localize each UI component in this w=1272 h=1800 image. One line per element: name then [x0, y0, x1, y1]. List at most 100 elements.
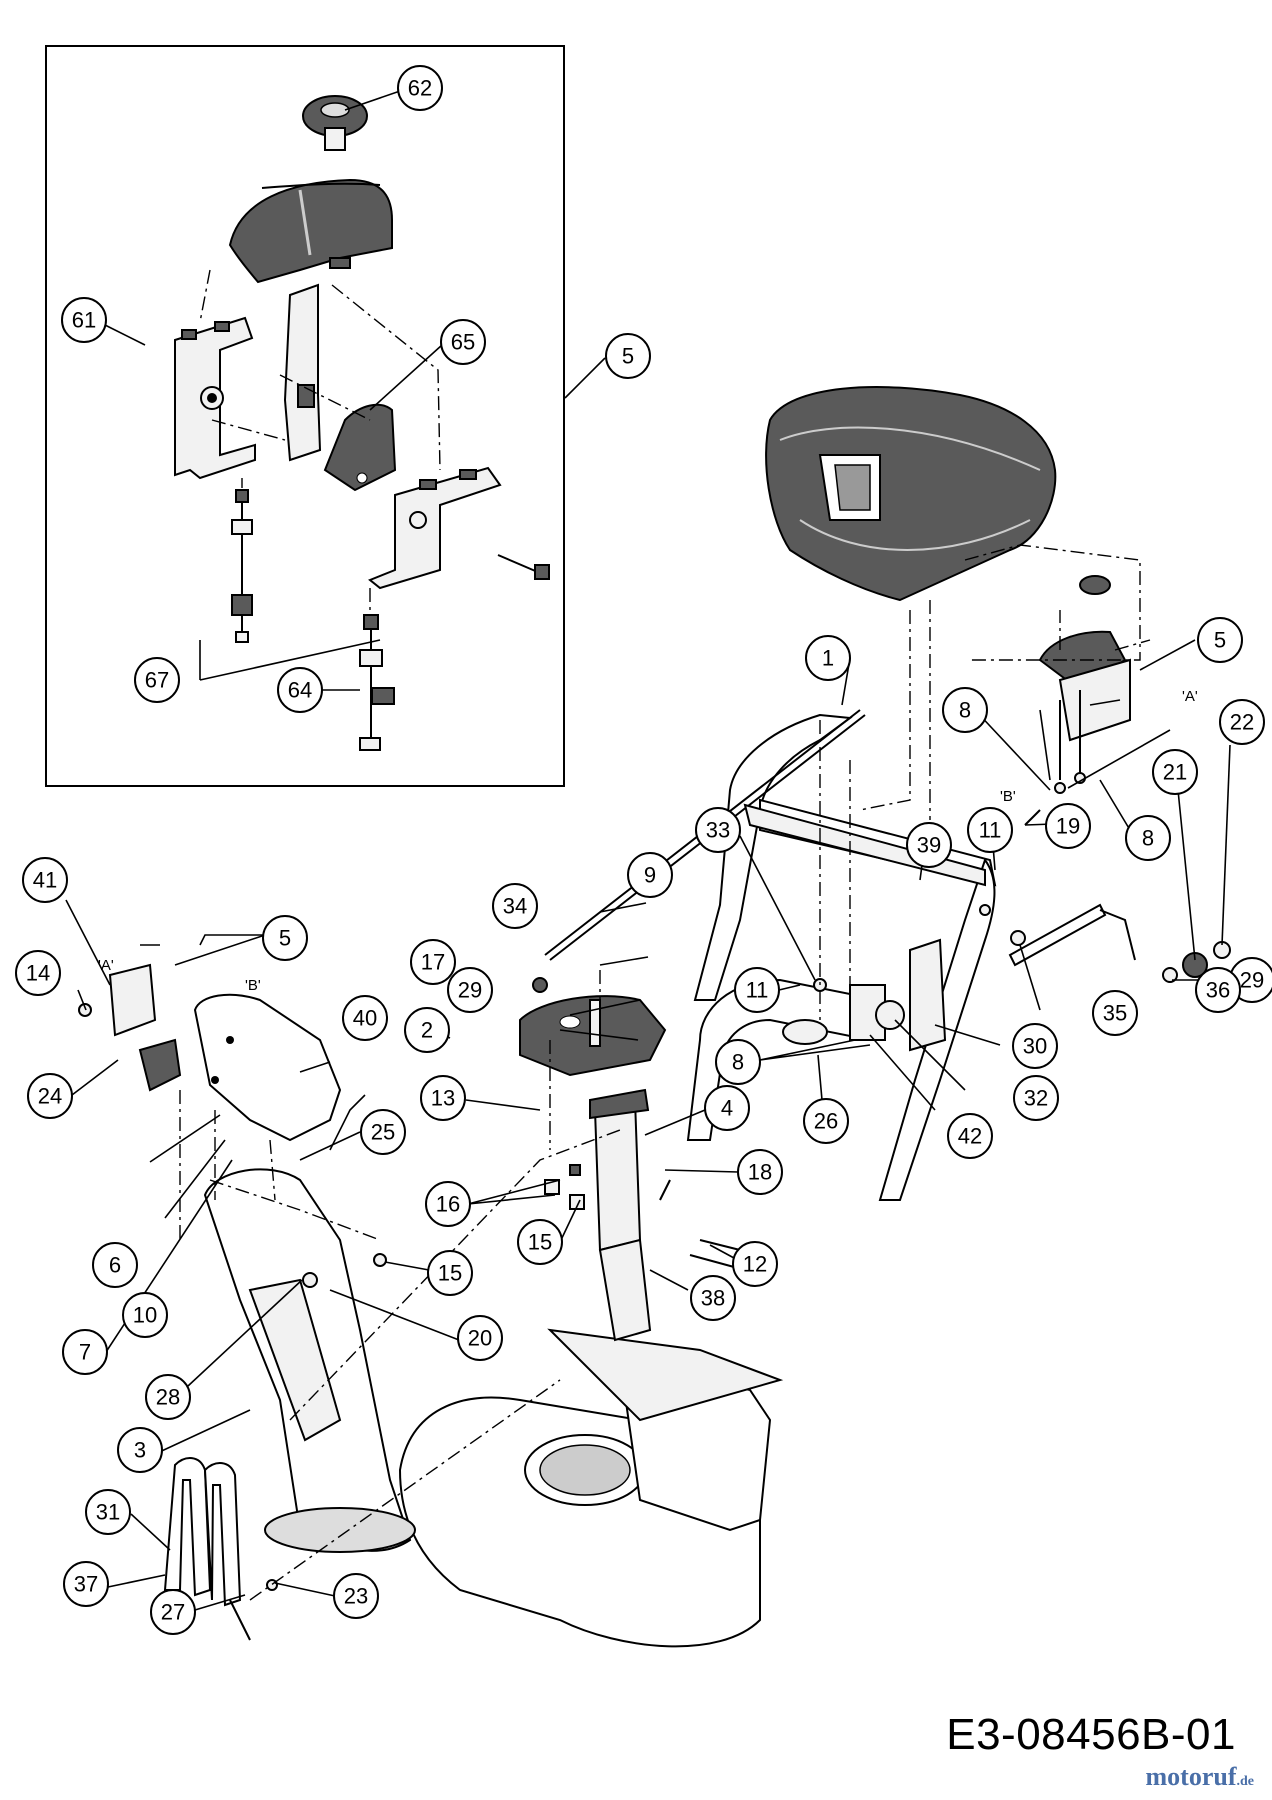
callout-32: 32: [1013, 1075, 1059, 1121]
chute-support-frame: [589, 1088, 652, 1342]
callout-21: 21: [1152, 749, 1198, 795]
cable-bracket: [108, 963, 157, 1037]
svg-text:2: 2: [421, 1018, 433, 1043]
callout-42: 42: [947, 1113, 993, 1159]
callout-5-inset: 5: [605, 333, 651, 379]
callout-22: 22: [1219, 699, 1265, 745]
callout-25: 25: [360, 1109, 406, 1155]
svg-text:5: 5: [1214, 628, 1226, 653]
callout-8-c: 8: [715, 1039, 761, 1085]
svg-text:10: 10: [133, 1303, 157, 1328]
svg-text:17: 17: [421, 950, 445, 975]
callout-39: 39: [906, 822, 952, 868]
svg-text:64: 64: [288, 678, 312, 703]
drawing-number: E3-08456B-01: [946, 1710, 1236, 1759]
auger-housing: [398, 1328, 784, 1648]
svg-text:25: 25: [371, 1120, 395, 1145]
callout-16: 16: [425, 1181, 471, 1227]
svg-text:11: 11: [746, 978, 769, 1003]
slide-plate: [283, 283, 322, 462]
svg-text:35: 35: [1103, 1001, 1127, 1026]
svg-text:8: 8: [959, 698, 971, 723]
svg-text:6: 6: [109, 1253, 121, 1278]
callout-17: 17: [410, 939, 456, 985]
discharge-chute: [203, 1168, 416, 1553]
svg-text:38: 38: [701, 1286, 725, 1311]
callout-26: 26: [803, 1098, 849, 1144]
svg-text:29: 29: [1240, 968, 1264, 993]
svg-text:5: 5: [279, 926, 291, 951]
callout-19: 19: [1045, 803, 1091, 849]
callout-33: 33: [695, 807, 741, 853]
callout-67: 67: [134, 657, 180, 703]
chute-control-assembly-installed: [1038, 575, 1131, 794]
marker-a-left: 'A': [98, 957, 114, 974]
svg-text:1: 1: [822, 646, 834, 671]
chute-crank-rod: [1008, 903, 1136, 967]
svg-text:29: 29: [458, 978, 482, 1003]
svg-text:4: 4: [721, 1096, 733, 1121]
callout-41: 41: [22, 857, 68, 903]
callout-24: 24: [27, 1073, 73, 1119]
right-bracket: [368, 466, 502, 590]
svg-text:22: 22: [1230, 710, 1254, 735]
callout-2: 2: [404, 1007, 450, 1053]
svg-text:34: 34: [503, 894, 527, 919]
inset-chute-control-assembly: [174, 95, 550, 751]
svg-text:15: 15: [528, 1230, 552, 1255]
svg-text:11: 11: [979, 818, 1002, 843]
callout-6: 6: [92, 1242, 138, 1288]
callout-38: 38: [690, 1275, 736, 1321]
svg-text:9: 9: [644, 863, 656, 888]
callout-8-a: 8: [942, 687, 988, 733]
callout-36: 36: [1195, 967, 1241, 1013]
svg-text:30: 30: [1023, 1034, 1047, 1059]
svg-text:7: 7: [79, 1340, 91, 1365]
svg-text:61: 61: [72, 308, 96, 333]
svg-text:31: 31: [96, 1500, 120, 1525]
svg-text:62: 62: [408, 76, 432, 101]
dash-panel-shroud: [765, 386, 1057, 602]
callout-37: 37: [63, 1561, 109, 1607]
callout-7: 7: [62, 1329, 108, 1375]
svg-text:5: 5: [622, 344, 634, 369]
cable-right: [359, 614, 395, 751]
callout-5-left: 5: [262, 915, 308, 961]
svg-text:20: 20: [468, 1326, 492, 1351]
svg-text:18: 18: [748, 1160, 772, 1185]
chute-clip-spring: [163, 1457, 251, 1641]
inset-detail-frame: [45, 45, 565, 787]
callout-34: 34: [492, 883, 538, 929]
chute-pivot-bracket: [138, 1038, 182, 1092]
marker-b-right: 'B': [1000, 788, 1016, 805]
callout-14: 14: [15, 950, 61, 996]
cable-left: [231, 489, 253, 643]
callout-62: 62: [397, 65, 443, 111]
callout-31: 31: [85, 1489, 131, 1535]
svg-text:26: 26: [814, 1109, 838, 1134]
callout-64: 64: [277, 667, 323, 713]
callout-12: 12: [732, 1241, 778, 1287]
callout-15-a: 15: [517, 1219, 563, 1265]
watermark-text: motoruf: [1145, 1762, 1237, 1791]
svg-text:12: 12: [743, 1252, 767, 1277]
watermark-suffix: .de: [1236, 1774, 1255, 1789]
marker-a-right: 'A': [1182, 688, 1198, 705]
svg-text:24: 24: [38, 1084, 62, 1109]
callout-11-b: 11: [734, 967, 780, 1013]
callout-13: 13: [420, 1075, 466, 1121]
callout-5-right: 5: [1197, 617, 1243, 663]
callout-1: 1: [805, 635, 851, 681]
svg-text:28: 28: [156, 1385, 180, 1410]
callout-29-b: 29: [447, 967, 493, 1013]
callout-23: 23: [333, 1573, 379, 1619]
svg-text:15: 15: [438, 1261, 462, 1286]
callout-28: 28: [145, 1374, 191, 1420]
svg-text:41: 41: [33, 868, 57, 893]
svg-text:23: 23: [344, 1584, 368, 1609]
callout-30: 30: [1012, 1023, 1058, 1069]
callout-9: 9: [627, 852, 673, 898]
svg-text:21: 21: [1163, 760, 1187, 785]
svg-text:32: 32: [1024, 1086, 1048, 1111]
callout-10: 10: [122, 1292, 168, 1338]
